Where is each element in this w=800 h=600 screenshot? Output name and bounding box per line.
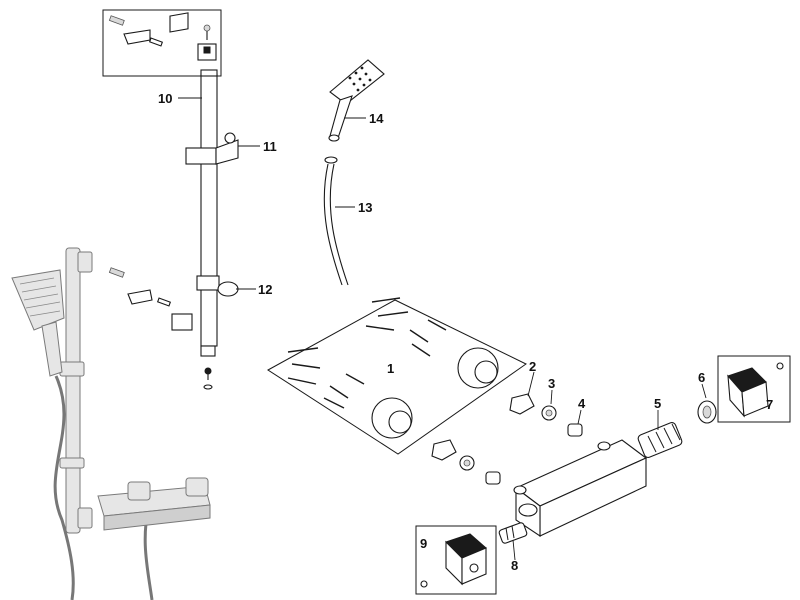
leader-lines <box>178 97 707 561</box>
callout-7: 7 <box>766 397 773 412</box>
wall-bracket-kit-inset <box>102 9 222 77</box>
assembled-shower-kit-image <box>11 247 211 600</box>
callout-6: 6 <box>698 370 705 385</box>
callout-12: 12 <box>258 282 272 297</box>
callout-4: 4 <box>578 396 586 411</box>
handset-and-hose-exploded <box>323 59 385 286</box>
thermostatic-valve-body <box>513 439 648 538</box>
thermostatic-cartridge <box>637 400 717 458</box>
callout-2: 2 <box>529 359 536 374</box>
flow-handle-inset <box>415 525 497 595</box>
temperature-handle-inset <box>717 355 791 423</box>
riser-rail-exploded <box>108 69 239 390</box>
fittings-set <box>431 393 583 485</box>
callout-13: 13 <box>358 200 372 215</box>
callout-labels: 1 2 3 4 5 6 7 8 9 10 11 12 13 14 <box>158 91 773 573</box>
callout-3: 3 <box>548 376 555 391</box>
flow-cartridge <box>498 522 528 544</box>
callout-9: 9 <box>420 536 427 551</box>
callout-1: 1 <box>387 361 394 376</box>
callout-10: 10 <box>158 91 172 106</box>
callout-11: 11 <box>263 139 277 154</box>
callout-14: 14 <box>369 111 384 126</box>
callout-5: 5 <box>654 396 661 411</box>
fixing-kit-panel <box>267 297 527 455</box>
callout-8: 8 <box>511 558 518 573</box>
